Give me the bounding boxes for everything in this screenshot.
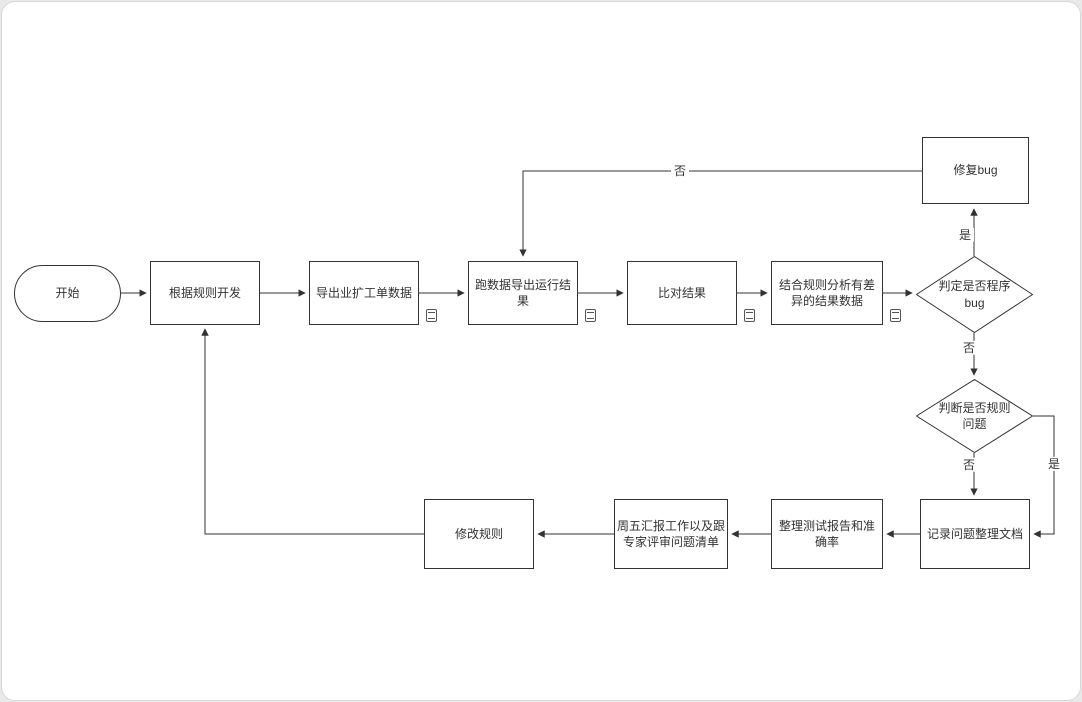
node-modify-rules[interactable]: 修改规则 [424,499,534,569]
note-icon-line [746,312,753,313]
note-icon-line [892,318,899,319]
node-compare-results-label: 比对结果 [657,285,706,300]
edge-fix-back-to-run [519,170,922,257]
edge-label-rule-issue-no: 否 [959,457,979,473]
node-develop-rules[interactable]: 根据规则开发 [150,261,260,325]
node-compare-results[interactable]: 比对结果 [627,261,737,325]
edge-modify-back-to-develop [201,328,424,535]
node-fix-bug-label: 修复bug [953,163,998,178]
node-organize-report-label: 整理测试报告和准确率 [778,518,875,549]
edge-label-program-bug-yes: 是 [955,227,975,243]
note-icon-line [746,318,753,319]
note-icon[interactable] [890,309,901,322]
node-start[interactable]: 开始 [14,265,121,322]
node-organize-report[interactable]: 整理测试报告和准确率 [771,499,883,569]
node-judge-program-bug-label: 判定是否程序bug [938,279,1011,310]
node-judge-program-bug[interactable]: 判定是否程序bug [916,256,1033,333]
note-icon-line [428,318,435,319]
note-icon[interactable] [744,309,755,322]
node-export-data[interactable]: 导出业扩工单数据 [309,261,419,325]
note-icon-line [892,312,899,313]
note-icon-line [587,312,594,313]
note-icon[interactable] [585,309,596,322]
node-run-data[interactable]: 跑数据导出运行结果 [468,261,578,325]
node-fix-bug[interactable]: 修复bug [922,137,1029,204]
note-icon[interactable] [426,309,437,322]
edge-judge-rule-yes-to-record [1033,415,1055,538]
diamond-shape [916,256,1033,333]
edge-label-program-bug-no: 否 [959,340,979,356]
node-friday-review-label: 周五汇报工作以及跟专家评审问题清单 [617,518,726,549]
node-export-data-label: 导出业扩工单数据 [315,285,412,300]
note-icon-line [587,318,594,319]
node-judge-rule-issue[interactable]: 判断是否规则问题 [916,379,1033,453]
diamond-shape [916,379,1033,453]
node-develop-rules-label: 根据规则开发 [168,285,241,300]
node-run-data-label: 跑数据导出运行结果 [474,277,571,308]
edge-label-rerun-no: 否 [670,163,690,179]
node-record-issue-doc[interactable]: 记录问题整理文档 [920,499,1030,569]
edge-label-rule-issue-yes: 是 [1044,456,1064,472]
node-analyze-diff[interactable]: 结合规则分析有差异的结果数据 [771,261,883,325]
node-modify-rules-label: 修改规则 [454,526,503,541]
node-analyze-diff-label: 结合规则分析有差异的结果数据 [778,277,875,308]
node-record-issue-doc-label: 记录问题整理文档 [926,526,1023,541]
node-friday-review[interactable]: 周五汇报工作以及跟专家评审问题清单 [614,499,728,569]
note-icon-line [428,312,435,313]
node-judge-rule-issue-label: 判断是否规则问题 [938,400,1011,431]
node-start-label: 开始 [55,286,80,301]
